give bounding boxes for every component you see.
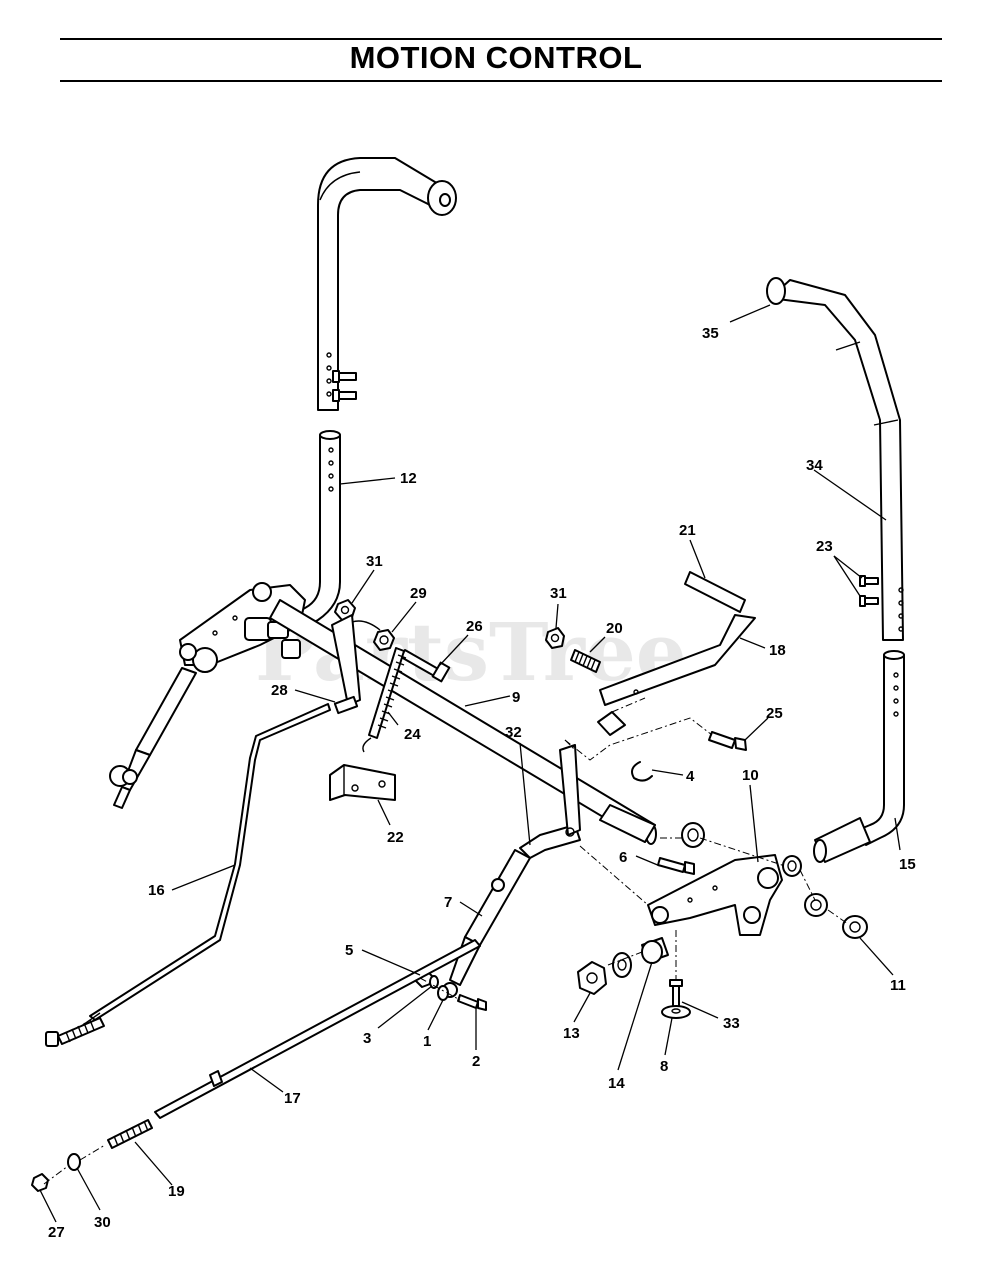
callout-17: 17 — [284, 1090, 301, 1107]
damper-7[interactable] — [442, 849, 531, 998]
washer-30[interactable] — [67, 1153, 81, 1171]
callout-28: 28 — [271, 682, 288, 699]
callout-2: 2 — [472, 1053, 480, 1070]
right-control-arm[interactable] — [647, 854, 783, 936]
callout-31-left: 31 — [366, 553, 383, 570]
strap-28[interactable] — [331, 614, 381, 715]
callout-8: 8 — [660, 1058, 668, 1075]
handle-bolts-right[interactable] — [859, 575, 879, 607]
washer-3[interactable] — [429, 975, 439, 989]
right-sleeve[interactable] — [813, 817, 871, 863]
nut-31-right[interactable] — [545, 627, 565, 649]
nut-13[interactable] — [577, 961, 607, 995]
spring-24[interactable] — [362, 647, 407, 753]
page-title: MOTION CONTROL — [349, 40, 643, 75]
callout-21: 21 — [679, 522, 696, 539]
callout-33: 33 — [723, 1015, 740, 1032]
callout-1: 1 — [423, 1033, 431, 1050]
right-handle-lower[interactable] — [857, 650, 905, 846]
callout-11: 11 — [890, 977, 906, 994]
washer-13[interactable] — [612, 952, 632, 978]
bushing-right-b[interactable] — [804, 893, 828, 917]
callout-26: 26 — [466, 618, 483, 635]
callout-5: 5 — [345, 942, 353, 959]
bolt-2[interactable] — [457, 994, 487, 1011]
bushing-right-a[interactable] — [782, 855, 802, 877]
callout-19: 19 — [168, 1183, 185, 1200]
left-control-arm[interactable] — [179, 582, 306, 673]
callout-30: 30 — [94, 1214, 111, 1231]
callout-23: 23 — [816, 538, 833, 555]
left-damper[interactable] — [109, 667, 197, 809]
handle-bolts-left[interactable] — [332, 370, 357, 402]
callout-14: 14 — [608, 1075, 625, 1092]
bolt-25[interactable] — [708, 731, 747, 751]
callout-18: 18 — [769, 642, 786, 659]
washer-8[interactable] — [661, 1005, 691, 1019]
callout-13: 13 — [563, 1025, 580, 1042]
callout-12: 12 — [400, 470, 417, 487]
main-shaft[interactable] — [269, 599, 657, 845]
callout-20: 20 — [606, 620, 623, 637]
callout-32: 32 — [505, 724, 522, 741]
callout-9: 9 — [512, 689, 520, 706]
callout-24: 24 — [404, 726, 421, 743]
bushing-11[interactable] — [842, 915, 868, 939]
callout-7: 7 — [444, 894, 452, 911]
spring-19[interactable] — [107, 1119, 153, 1149]
callout-15: 15 — [899, 856, 916, 873]
top-rule — [60, 38, 942, 40]
callout-16: 16 — [148, 882, 165, 899]
leader-lines — [39, 304, 901, 1223]
callout-27: 27 — [48, 1224, 65, 1241]
bracket-22[interactable] — [329, 764, 396, 801]
spring-20[interactable] — [570, 649, 601, 673]
nut-29[interactable] — [373, 629, 395, 651]
bottom-rule — [60, 80, 942, 82]
lever-18[interactable] — [597, 571, 756, 736]
callout-3: 3 — [363, 1030, 371, 1047]
spacer-14[interactable] — [641, 937, 669, 964]
left-handle-upper[interactable] — [317, 157, 457, 411]
bolt-6[interactable] — [657, 857, 695, 875]
bushing-near-shaft[interactable] — [681, 822, 705, 848]
callout-25: 25 — [766, 705, 783, 722]
callout-35: 35 — [702, 325, 719, 342]
bolt-33[interactable] — [669, 979, 683, 1008]
right-handle-upper[interactable] — [766, 277, 904, 641]
callout-31-right: 31 — [550, 585, 567, 602]
callout-6: 6 — [619, 849, 627, 866]
callout-labels: 12 31 29 26 31 20 21 18 28 24 9 25 4 22 … — [48, 325, 916, 1241]
callout-4: 4 — [686, 768, 695, 785]
rod-17[interactable] — [154, 939, 481, 1119]
clip-4[interactable] — [631, 761, 653, 782]
callout-34: 34 — [806, 457, 823, 474]
callout-29: 29 — [410, 585, 427, 602]
alignment-lines — [43, 717, 849, 1185]
rod-16[interactable] — [45, 703, 331, 1047]
callout-10: 10 — [742, 767, 759, 784]
nut-27[interactable] — [31, 1173, 49, 1192]
callout-22: 22 — [387, 829, 404, 846]
